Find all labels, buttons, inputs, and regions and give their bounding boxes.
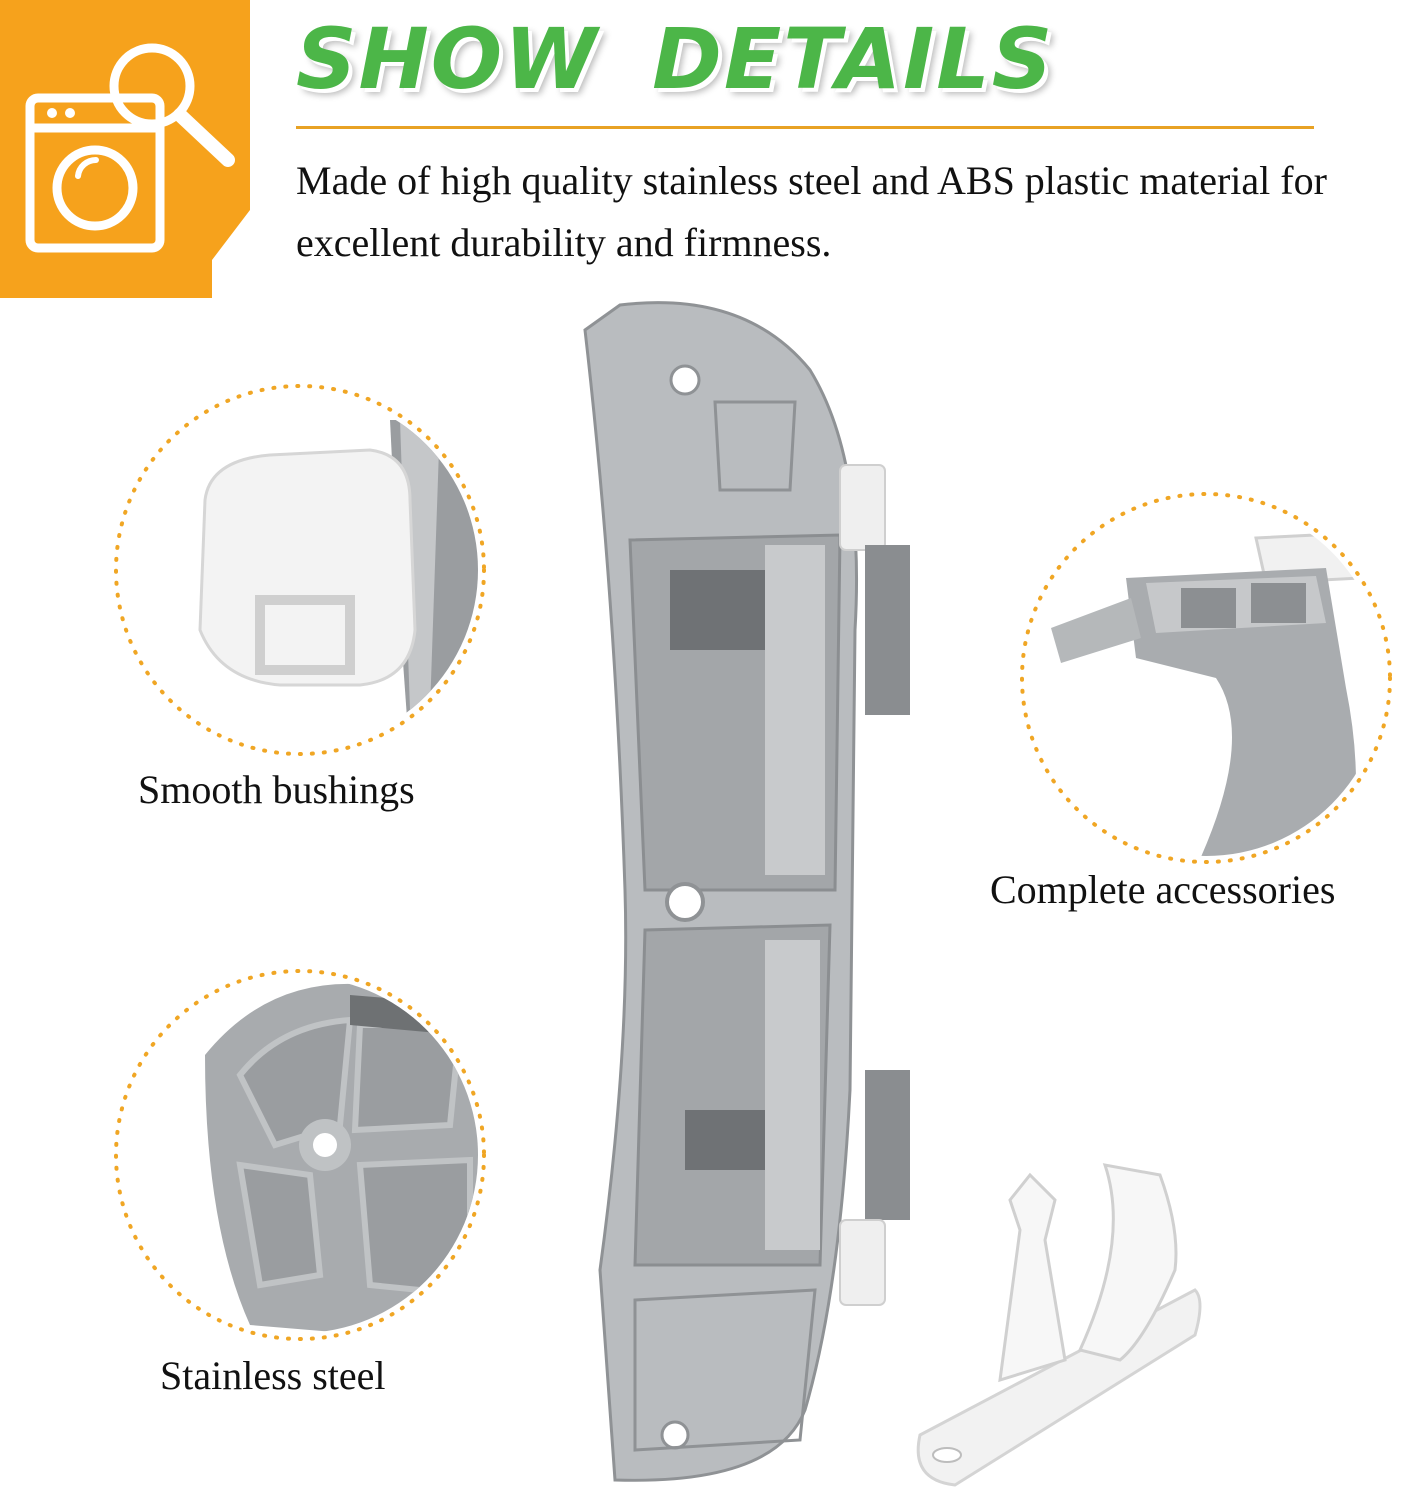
callout-caption-accessories: Complete accessories — [990, 867, 1336, 912]
accessories-detail-callout — [1020, 492, 1392, 864]
plastic-catch-image — [916, 1163, 1202, 1487]
washing-machine-magnifier-icon — [0, 0, 250, 298]
bushing-detail-callout — [114, 384, 486, 756]
door-hinge-image — [583, 301, 910, 1482]
product-description: Made of high quality stainless steel and… — [296, 158, 1327, 265]
title-divider — [296, 126, 1314, 129]
page-title: SHOW DETAILS — [296, 10, 1055, 108]
callout-caption-bushings: Smooth bushings — [138, 767, 415, 812]
stainless-steel-detail-callout — [114, 969, 486, 1341]
callout-caption-stainless: Stainless steel — [160, 1353, 386, 1398]
